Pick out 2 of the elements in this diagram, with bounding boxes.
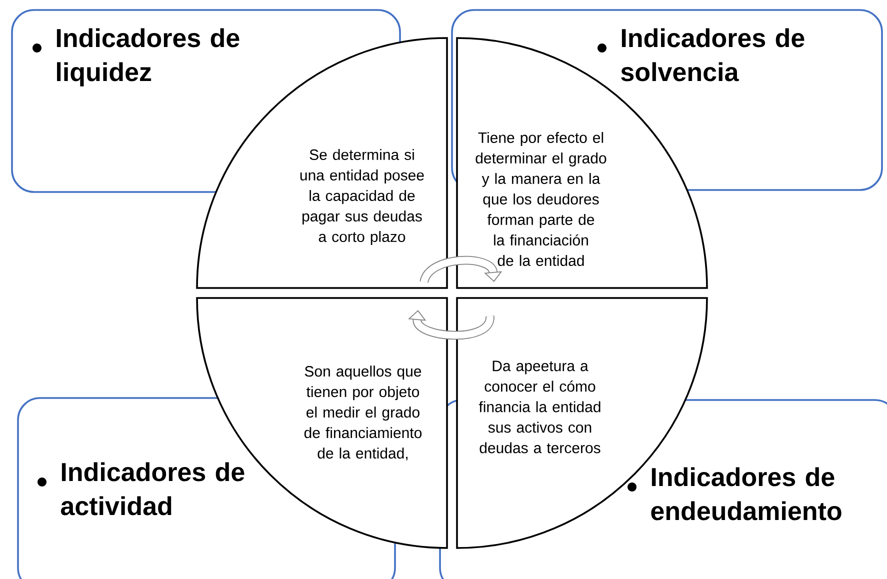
cycle-arrow (420, 256, 502, 284)
cycle-arrow (408, 310, 494, 340)
